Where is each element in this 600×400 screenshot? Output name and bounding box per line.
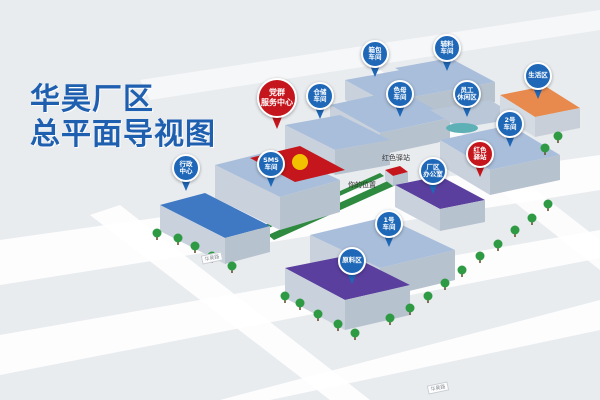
marker-label: 2号 车间 bbox=[496, 110, 524, 138]
tree-icon bbox=[385, 313, 395, 325]
building-admin-center bbox=[160, 193, 270, 264]
marker-label: 箱包 车间 bbox=[361, 40, 389, 68]
marker-aux[interactable]: 辅料 车间 bbox=[433, 34, 461, 72]
marker-label: SMS 车间 bbox=[257, 150, 285, 178]
tree-icon bbox=[457, 265, 467, 277]
marker-redpost[interactable]: 红色 驿站 bbox=[466, 140, 494, 178]
tree-icon bbox=[295, 298, 305, 310]
tree-icon bbox=[152, 228, 162, 240]
marker-storage[interactable]: 仓储 车间 bbox=[306, 82, 334, 120]
marker-admin[interactable]: 行政 中心 bbox=[172, 154, 200, 192]
map-title: 华昊厂区 bbox=[30, 82, 154, 117]
tree-icon bbox=[423, 291, 433, 303]
marker-label: 员工 休闲区 bbox=[453, 80, 481, 108]
marker-label: 色母 车间 bbox=[386, 80, 414, 108]
marker-label: 红色 驿站 bbox=[466, 140, 494, 168]
trees bbox=[152, 131, 563, 340]
tree-icon bbox=[475, 251, 485, 263]
tree-icon bbox=[333, 319, 343, 331]
marker-dye[interactable]: 色母 车间 bbox=[386, 80, 414, 118]
tree-icon bbox=[510, 225, 520, 237]
red-post-label: 红色驿站 bbox=[382, 154, 410, 162]
building-factory-office bbox=[395, 176, 485, 231]
tree-icon bbox=[540, 143, 550, 155]
tree-icon bbox=[173, 233, 183, 245]
marker-life[interactable]: 生活区 bbox=[524, 62, 552, 100]
marker-ws1[interactable]: 1号 车间 bbox=[375, 210, 403, 248]
tree-icon bbox=[440, 278, 450, 290]
you-are-here-label: 你的位置 bbox=[348, 181, 376, 189]
marker-label: 原料区 bbox=[338, 247, 366, 275]
marker-label: 1号 车间 bbox=[375, 210, 403, 238]
marker-label: 厂区 办公室 bbox=[419, 157, 447, 185]
marker-box[interactable]: 箱包 车间 bbox=[361, 40, 389, 78]
marker-label: 仓储 车间 bbox=[306, 82, 334, 110]
marker-party[interactable]: 党群 服务中心 bbox=[257, 78, 297, 130]
map-subtitle: 总平面导视图 bbox=[30, 117, 216, 152]
tree-icon bbox=[543, 199, 553, 211]
tree-icon bbox=[527, 213, 537, 225]
marker-label: 行政 中心 bbox=[172, 154, 200, 182]
tree-icon bbox=[313, 309, 323, 321]
tree-icon bbox=[190, 241, 200, 253]
marker-sms[interactable]: SMS 车间 bbox=[257, 150, 285, 188]
tree-icon bbox=[350, 328, 360, 340]
marker-label: 党群 服务中心 bbox=[257, 78, 297, 118]
marker-raw[interactable]: 原料区 bbox=[338, 247, 366, 285]
marker-label: 辅料 车间 bbox=[433, 34, 461, 62]
marker-rest[interactable]: 员工 休闲区 bbox=[453, 80, 481, 118]
tree-icon bbox=[280, 291, 290, 303]
building-workshop-2 bbox=[440, 125, 560, 195]
marker-office[interactable]: 厂区 办公室 bbox=[419, 157, 447, 195]
building-red-post bbox=[385, 166, 408, 186]
marker-label: 生活区 bbox=[524, 62, 552, 90]
tree-icon bbox=[553, 131, 563, 143]
tree-icon bbox=[227, 261, 237, 273]
marker-ws2[interactable]: 2号 车间 bbox=[496, 110, 524, 148]
tree-icon bbox=[493, 239, 503, 251]
tree-icon bbox=[405, 303, 415, 315]
